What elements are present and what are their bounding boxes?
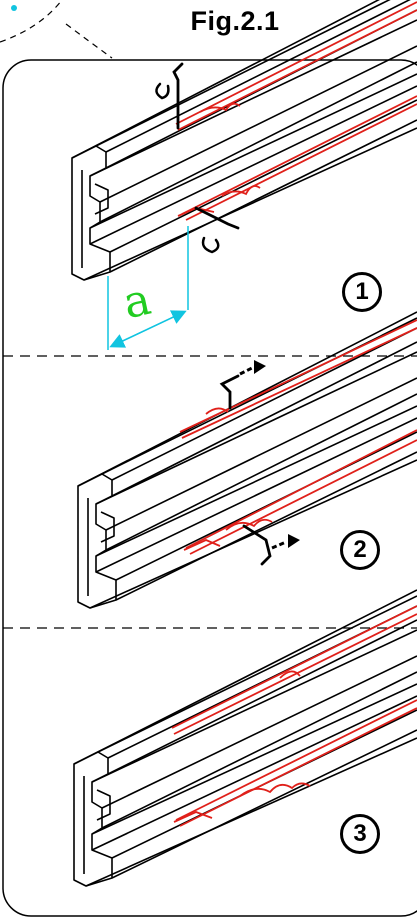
- rail-profile-step-2: [77, 311, 417, 609]
- dimension-a: [107, 226, 189, 350]
- figure-frame: [2, 59, 417, 917]
- hook-arrow-icon: [219, 374, 240, 410]
- arrow-icon: [239, 360, 266, 376]
- arrow-icon: [271, 534, 300, 550]
- step-number-3: 3: [340, 814, 380, 854]
- hook-arrow-icon: [155, 62, 184, 130]
- tape-step-3: [171, 605, 417, 827]
- figure-title: Fig.2.1: [190, 6, 280, 36]
- step-number-2: 2: [340, 530, 380, 570]
- hook-arrow-icon: [242, 524, 272, 566]
- hook-arrow-icon: [194, 206, 240, 254]
- callout-dot: [11, 5, 17, 11]
- tape-step-2: [179, 319, 417, 555]
- step-number-1: 1: [342, 272, 382, 312]
- callout-arc: [0, 0, 113, 59]
- rail-profile-step-1: [71, 0, 417, 281]
